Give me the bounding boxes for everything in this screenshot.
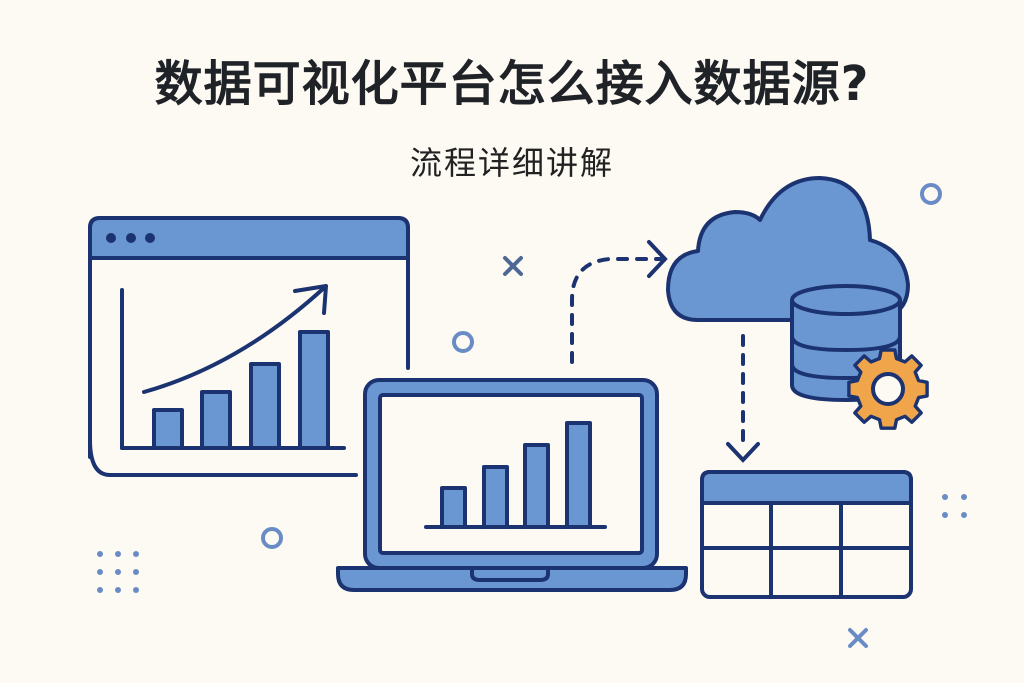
flow-arrow-to-table [726,334,760,463]
page-title: 数据可视化平台怎么接入数据源? [154,56,870,112]
laptop-chart-icon [336,378,688,592]
flow-arrow-to-cloud [570,240,668,364]
ring-decoration [920,183,942,205]
window-dots [106,233,155,243]
cloud-database-icon [666,176,929,430]
ring-decoration [261,527,283,549]
cross-decoration [503,256,523,276]
page-subtitle: 流程详细讲解 [409,144,614,182]
dot-grid-decoration [942,494,967,518]
dot-grid-decoration [97,551,139,593]
table-icon [700,470,913,599]
browser-chart-icon [88,216,410,477]
ring-decoration [452,331,474,353]
decorations [97,183,967,648]
cross-decoration [848,628,868,648]
gear-icon [847,348,929,430]
